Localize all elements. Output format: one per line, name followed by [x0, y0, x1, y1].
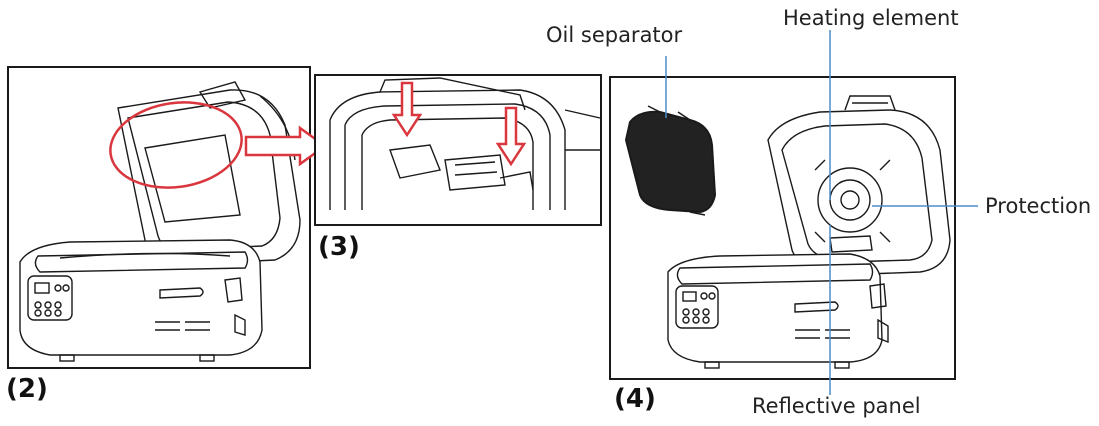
panel-2-air-fryer-open: [19, 81, 301, 362]
step-3-label: (3): [318, 232, 360, 262]
step-2-label: (2): [6, 374, 48, 404]
heating-element-label: Heating element: [783, 6, 959, 30]
reflective-panel-label: Reflective panel: [752, 394, 921, 418]
oil-separator-plate: [624, 105, 717, 216]
panel-3-frame: [314, 74, 602, 226]
highlight-circle: [109, 101, 243, 189]
panel-3-lid-closeup: [329, 77, 601, 210]
red-arrow-right: [244, 125, 328, 167]
red-arrow-down-left: [391, 81, 423, 138]
red-arrow-down-right: [495, 106, 527, 167]
panel-4-air-fryer-open: [667, 95, 951, 369]
protection-label: Protection: [985, 194, 1092, 218]
step-4-label: (4): [614, 384, 656, 414]
oil-separator-label: Oil separator: [546, 23, 683, 47]
